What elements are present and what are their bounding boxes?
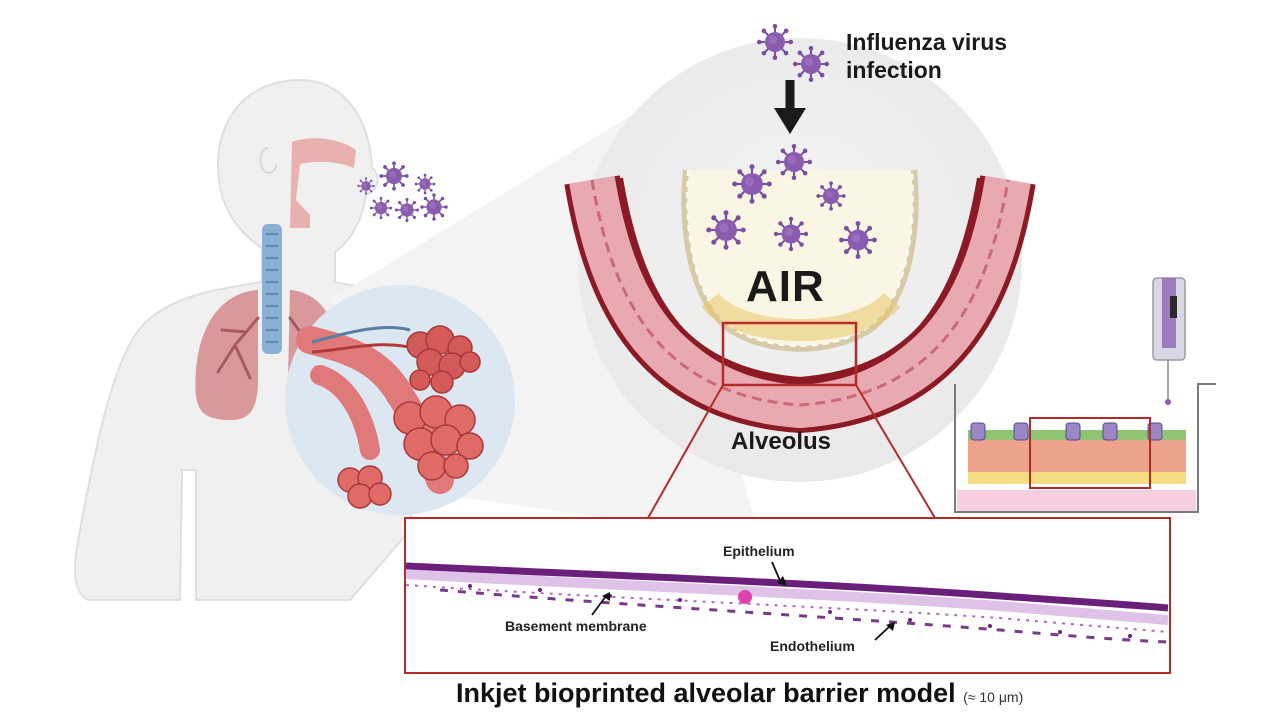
detail-box <box>721 321 858 387</box>
endothelium-label: Endothelium <box>770 638 855 654</box>
virus-infection-label: Influenza virus infection <box>846 28 1007 84</box>
virus-label-line2: infection <box>846 57 942 83</box>
infection-arrow <box>774 80 806 134</box>
trachea <box>262 224 282 354</box>
title-text: Inkjet bioprinted alveolar barrier model <box>456 678 956 708</box>
basement-membrane-label: Basement membrane <box>505 618 647 634</box>
alveolus-diagram <box>564 169 1036 519</box>
figure-title: Inkjet bioprinted alveolar barrier model… <box>456 678 1023 709</box>
bioprinting-well <box>954 277 1216 513</box>
histology-panel <box>404 517 1171 674</box>
alveolus-label: Alveolus <box>731 428 832 455</box>
left-lung <box>195 290 258 420</box>
air-label: AIR <box>746 262 825 311</box>
lung-magnification <box>285 285 515 515</box>
epithelium-label: Epithelium <box>723 543 795 559</box>
well-detail-box <box>1029 417 1151 489</box>
scale-text: (≈ 10 μm) <box>963 689 1024 705</box>
virus-label-line1: Influenza virus <box>846 29 1008 55</box>
